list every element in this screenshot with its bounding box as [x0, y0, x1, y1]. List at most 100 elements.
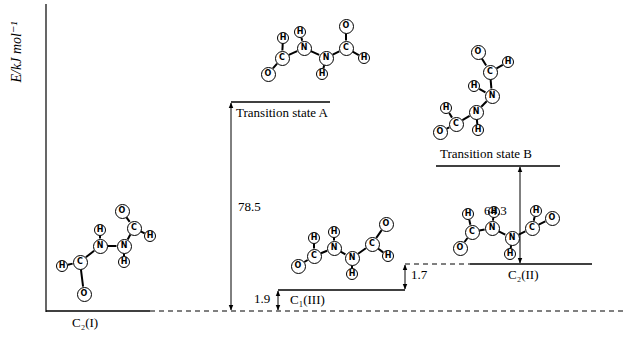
- atom-symbol: O: [437, 128, 444, 136]
- bond-line: [539, 221, 546, 224]
- bond-line: [469, 220, 470, 225]
- atom-symbol: H: [507, 250, 514, 258]
- level-label: 1.9: [254, 292, 270, 306]
- atom-circle: H: [328, 226, 340, 238]
- atom-symbol: N: [473, 108, 480, 116]
- atom-symbol: H: [147, 232, 154, 240]
- atom-symbol: H: [311, 234, 318, 242]
- atom-circle: H: [118, 256, 130, 268]
- atom-symbol: N: [509, 234, 516, 242]
- atom-circle: N: [505, 231, 520, 246]
- atom-symbol: N: [323, 54, 330, 62]
- energy-arrow: [405, 265, 406, 289]
- energy-arrow: [278, 291, 279, 310]
- bond-line: [86, 251, 94, 258]
- atom-circle: O: [339, 19, 354, 34]
- bond-line: [490, 79, 493, 88]
- bond-line: [108, 245, 117, 247]
- atom-symbol: C: [343, 44, 349, 52]
- atom-symbol: N: [489, 224, 496, 232]
- reference-dashed-line: [150, 311, 626, 312]
- atom-circle: H: [462, 208, 474, 220]
- level-label: 64.3: [484, 204, 507, 218]
- bond-line: [126, 217, 129, 222]
- atom-symbol: O: [265, 70, 272, 78]
- atom-symbol: H: [59, 262, 66, 270]
- atom-symbol: N: [121, 242, 128, 250]
- atom-symbol: H: [121, 258, 128, 266]
- bond-line: [449, 113, 452, 118]
- atom-symbol: C: [469, 228, 475, 236]
- atom-circle: N: [485, 221, 500, 236]
- atom-circle: O: [115, 204, 130, 219]
- bond-line: [289, 51, 297, 55]
- atom-circle: O: [453, 241, 468, 256]
- atom-circle: C: [307, 249, 322, 264]
- bond-line: [341, 252, 346, 255]
- atom-circle: N: [485, 89, 500, 104]
- atom-circle: H: [94, 224, 106, 236]
- atom-symbol: N: [301, 44, 308, 52]
- axis-label: E/kJ mol⁻¹: [9, 22, 24, 83]
- level-line: [436, 165, 560, 167]
- bond-line: [321, 251, 327, 253]
- atom-circle: C: [127, 221, 142, 236]
- atom-symbol: H: [280, 34, 287, 42]
- level-label: Transition state A: [236, 106, 328, 120]
- atom-circle: N: [327, 241, 342, 256]
- bond-line: [281, 44, 283, 51]
- atom-circle: O: [291, 259, 306, 274]
- bond-line: [481, 101, 486, 106]
- level-dashed-line: [405, 264, 470, 265]
- level-line: [46, 310, 150, 312]
- atom-circle: H: [277, 32, 289, 44]
- atom-circle: N: [319, 51, 334, 66]
- bond-line: [499, 231, 506, 234]
- atom-symbol: H: [385, 252, 392, 260]
- atom-symbol: H: [465, 210, 472, 218]
- level-label: 1.7: [411, 268, 427, 282]
- level-line: [278, 289, 405, 291]
- atom-symbol: N: [489, 92, 496, 100]
- atom-symbol: C: [453, 120, 459, 128]
- level-line: [231, 101, 330, 103]
- atom-symbol: O: [295, 262, 302, 270]
- atom-circle: H: [358, 52, 370, 64]
- bond-line: [497, 65, 503, 68]
- atom-symbol: O: [457, 244, 464, 252]
- atom-circle: H: [346, 268, 358, 280]
- atom-symbol: O: [119, 207, 126, 215]
- atom-symbol: N: [349, 254, 356, 262]
- atom-symbol: H: [505, 58, 512, 66]
- level-label: C₂(II): [508, 268, 539, 282]
- atom-symbol: O: [81, 290, 88, 298]
- atom-circle: N: [117, 239, 132, 254]
- bond-line: [128, 235, 131, 240]
- bond-line: [376, 230, 381, 238]
- level-label: 78.5: [238, 200, 261, 214]
- atom-circle: H: [468, 80, 480, 92]
- atom-circle: H: [504, 248, 516, 260]
- atom-circle: H: [316, 68, 328, 80]
- atom-symbol: H: [319, 70, 326, 78]
- energy-arrow: [231, 103, 232, 310]
- bond-line: [345, 34, 347, 41]
- bond-line: [68, 264, 73, 265]
- bond-line: [465, 238, 468, 242]
- atom-symbol: C: [311, 252, 317, 260]
- energy-axis: [45, 4, 46, 312]
- atom-circle: H: [308, 232, 320, 244]
- atom-circle: C: [275, 51, 290, 66]
- atom-circle: C: [525, 221, 540, 236]
- atom-circle: N: [469, 105, 484, 120]
- atom-circle: N: [345, 251, 360, 266]
- atom-circle: H: [144, 230, 156, 242]
- atom-circle: H: [294, 26, 306, 38]
- atom-symbol: H: [361, 54, 368, 62]
- bond-line: [519, 231, 526, 234]
- atom-symbol: O: [475, 48, 482, 56]
- atom-circle: H: [56, 260, 68, 272]
- atom-circle: N: [93, 239, 108, 254]
